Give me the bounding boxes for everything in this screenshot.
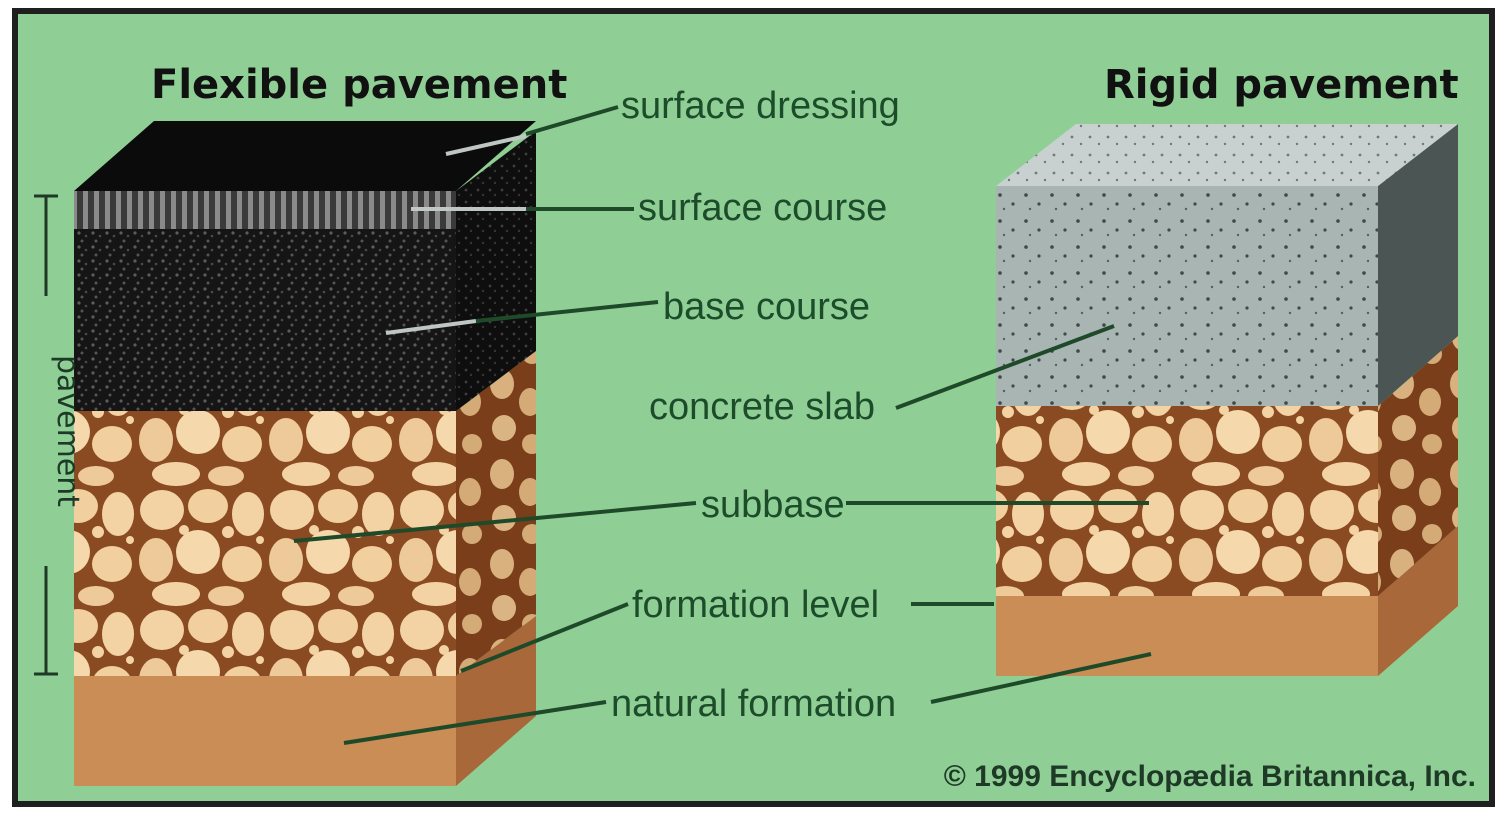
diagram-frame: pavement Flexible pavement Rigid pavemen… [12,8,1495,807]
label-subbase: subbase [701,484,845,526]
rigid-concrete-slab-layer [996,186,1378,406]
rigid-pavement-title: Rigid pavement [1104,62,1459,108]
rigid-top-face [996,124,1458,186]
label-natural-formation: natural formation [611,683,896,725]
pavement-diagram: pavement Flexible pavement Rigid pavemen… [18,14,1495,807]
rigid-pavement-block [996,124,1458,676]
flex-surface-course-layer [74,191,456,229]
label-concrete-slab: concrete slab [649,386,875,428]
flex-subbase-layer [74,411,456,676]
label-surface-dressing: surface dressing [621,85,900,127]
label-formation-level: formation level [632,584,879,626]
label-base-course: base course [663,286,870,328]
flexible-pavement-title: Flexible pavement [151,62,567,108]
flex-top-face [74,121,536,191]
copyright-notice: © 1999 Encyclopædia Britannica, Inc. [944,760,1476,793]
pavement-side-label: pavement [50,355,85,507]
flex-base-course-layer [74,229,456,411]
flexible-pavement-block [74,121,536,786]
flex-natural-formation-layer [74,676,456,786]
rigid-natural-formation-layer [996,596,1378,676]
label-surface-course: surface course [638,187,887,229]
